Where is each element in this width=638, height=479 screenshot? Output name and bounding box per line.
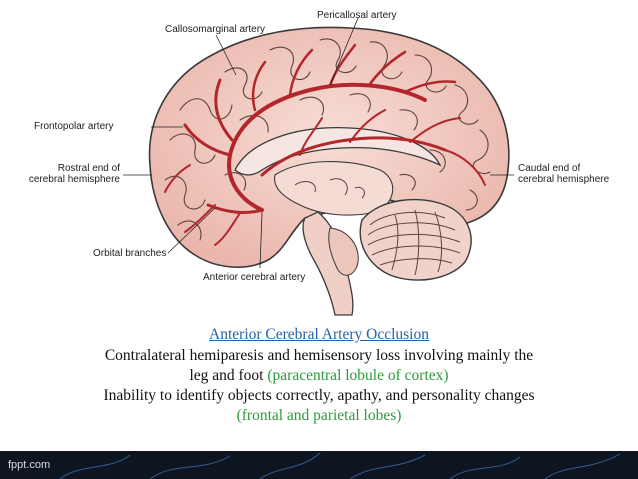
caption-line2-text: leg and foot: [189, 367, 268, 384]
label-rostral-line2: cerebral hemisphere: [28, 174, 120, 185]
caption-line4: (frontal and parietal lobes): [236, 407, 402, 424]
label-caudal-line2: cerebral hemisphere: [518, 174, 610, 185]
caption-line3: Inability to identify objects correctly,…: [103, 387, 535, 404]
label-rostral-line1: Rostral end of: [57, 163, 120, 174]
label-pericallosal-artery: Pericallosal artery: [317, 10, 397, 21]
caption-title-line: Anterior Cerebral Artery Occlusion: [0, 325, 638, 344]
pons: [328, 227, 359, 276]
label-rostral-end: Rostral end of cerebral hemisphere: [20, 163, 120, 185]
label-callosomarginal-artery: Callosomarginal artery: [165, 24, 266, 35]
thalamus-detail: [294, 178, 365, 199]
footer-brand[interactable]: fppt.com: [8, 459, 51, 471]
label-anterior-cerebral-artery: Anterior cerebral artery: [203, 272, 306, 283]
footer-pattern: [59, 452, 621, 479]
caption-line2: leg and foot (paracentral lobule of cort…: [0, 366, 638, 385]
label-caudal-line1: Caudal end of: [518, 163, 581, 174]
label-caudal-end: Caudal end of cerebral hemisphere: [518, 163, 609, 185]
label-orbital-branches: Orbital branches: [93, 248, 167, 259]
label-frontopolar-artery: Frontopolar artery: [34, 121, 114, 132]
footer-bar: fppt.com: [0, 451, 638, 479]
leader-lines: [123, 17, 514, 269]
sulci: [164, 38, 491, 241]
caption-line1: Contralateral hemiparesis and hemisensor…: [104, 347, 534, 364]
cerebellum: [359, 198, 472, 281]
caption-line2-region: (paracentral lobule of cortex): [267, 367, 449, 384]
caption-title: Anterior Cerebral Artery Occlusion: [209, 326, 429, 343]
